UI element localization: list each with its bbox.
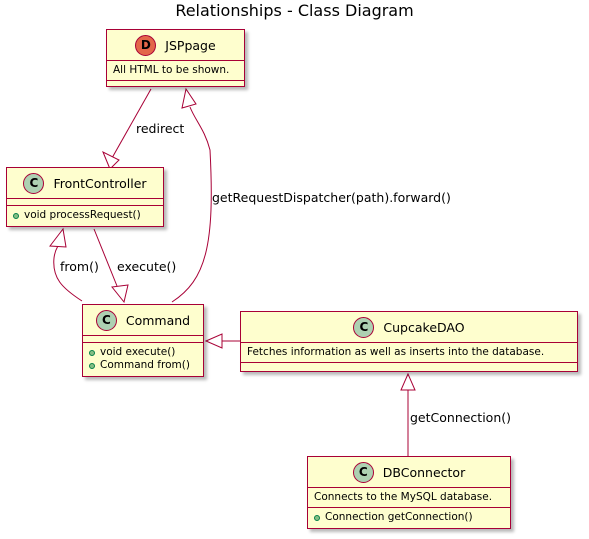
datatype-d-icon: D [135, 34, 157, 56]
class-cupcakedao[interactable]: C CupcakeDAO Fetches information as well… [240, 311, 578, 372]
class-cupcakedao-name: CupcakeDAO [383, 319, 465, 335]
public-method-icon [314, 514, 320, 521]
class-frontcontroller-header: C FrontController [7, 168, 163, 198]
class-jsppage-name: JSPpage [165, 37, 216, 53]
edge-label-execute: execute() [117, 259, 176, 274]
public-method-icon [89, 362, 95, 369]
method-row: Connection getConnection() [314, 511, 504, 524]
class-frontcontroller-fields [7, 198, 163, 205]
edge-redirect [111, 88, 152, 159]
class-jsppage[interactable]: D JSPpage All HTML to be shown. [106, 29, 245, 87]
method-signature: Command from() [100, 359, 190, 371]
class-frontcontroller[interactable]: C FrontController void processRequest() [6, 167, 164, 227]
class-c-icon: C [23, 172, 45, 194]
edge-label-getconnection: getConnection() [410, 410, 511, 425]
edge-from-arrowhead [49, 227, 67, 248]
edge-forward [171, 106, 212, 303]
class-dbconnector-methods: Connection getConnection() [308, 507, 510, 527]
class-command-methods: void execute() Command from() [83, 342, 203, 375]
diagram-title: Relationships - Class Diagram [175, 1, 414, 20]
edge-getconnection-arrowhead [400, 372, 416, 391]
class-frontcontroller-name: FrontController [53, 175, 147, 191]
method-row: void execute() [89, 346, 197, 359]
edge-label-redirect: redirect [136, 121, 184, 136]
edge-cupcake-command-arrowhead [204, 333, 223, 349]
method-signature: void processRequest() [24, 209, 141, 221]
class-dbconnector[interactable]: C DBConnector Connects to the MySQL data… [307, 456, 511, 529]
class-cupcakedao-header: C CupcakeDAO [241, 312, 577, 342]
method-row: Command from() [89, 359, 197, 372]
method-signature: void execute() [100, 346, 176, 358]
class-frontcontroller-methods: void processRequest() [7, 205, 163, 225]
class-command[interactable]: C Command void execute() Command from() [82, 304, 204, 377]
edge-execute-arrowhead [111, 284, 129, 304]
edge-execute [93, 228, 118, 287]
class-c-icon: C [95, 309, 117, 331]
edge-label-forward: getRequestDispatcher(path).forward() [212, 190, 451, 205]
public-method-icon [13, 212, 19, 219]
class-jsppage-header: D JSPpage [107, 30, 244, 60]
class-c-icon: C [352, 461, 374, 483]
class-dbconnector-name: DBConnector [382, 464, 466, 480]
class-command-header: C Command [83, 305, 203, 335]
class-cupcakedao-description: Fetches information as well as inserts i… [241, 342, 577, 362]
class-jsppage-description: All HTML to be shown. [107, 60, 244, 80]
edge-forward-arrowhead [181, 87, 197, 109]
public-method-icon [89, 349, 95, 356]
class-dbconnector-description: Connects to the MySQL database. [308, 487, 510, 507]
class-c-icon: C [353, 316, 375, 338]
class-command-name: Command [125, 312, 191, 328]
class-jsppage-methods [107, 80, 244, 87]
class-cupcakedao-methods [241, 362, 577, 369]
edge-label-from: from() [60, 259, 99, 274]
edge-from [53, 245, 83, 302]
class-command-fields [83, 335, 203, 342]
method-signature: Connection getConnection() [325, 511, 473, 523]
edge-redirect-arrowhead [102, 150, 120, 170]
class-dbconnector-header: C DBConnector [308, 457, 510, 487]
method-row: void processRequest() [13, 209, 157, 222]
